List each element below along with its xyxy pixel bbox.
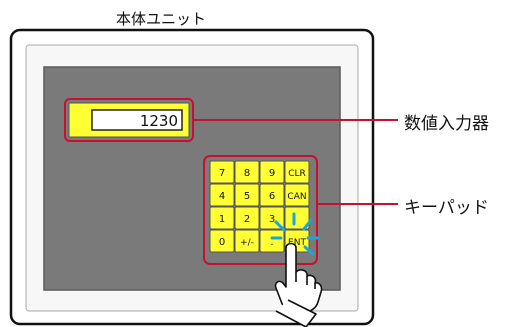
keypad-key[interactable] — [234, 183, 260, 207]
keypad-key-label: 8 — [244, 168, 250, 179]
unit-title: 本体ユニット — [116, 10, 207, 28]
keypad-key-label: 0 — [219, 237, 225, 248]
press-burst-icon — [270, 212, 320, 256]
keypad-key-label: . — [270, 237, 273, 248]
keypad-key[interactable] — [284, 183, 310, 207]
numeric-input-field[interactable] — [91, 109, 183, 131]
keypad-key-label: 9 — [269, 168, 275, 179]
keypad-callout: キーパッド — [404, 198, 489, 218]
keypad-key-label: CAN — [287, 192, 306, 202]
keypad-key-label: ENT — [288, 238, 306, 248]
numeric-input-callout: 数値入力器 — [404, 114, 489, 134]
numeric-input-value: 1230 — [140, 112, 178, 130]
keypad-key-label: +/- — [240, 238, 254, 248]
keypad-key-label: 6 — [269, 191, 275, 202]
keypad-key-label: 7 — [219, 168, 225, 179]
keypad-key-label: CLR — [288, 169, 306, 179]
keypad-key[interactable] — [284, 206, 310, 230]
pointing-hand-icon — [274, 242, 323, 327]
keypad-key-label: 4 — [219, 191, 225, 202]
keypad-key[interactable] — [259, 229, 285, 253]
keypad-key[interactable] — [259, 183, 285, 207]
keypad-key[interactable] — [234, 229, 260, 253]
keypad-key[interactable] — [209, 160, 235, 184]
keypad-key[interactable] — [234, 206, 260, 230]
keypad-key[interactable] — [209, 183, 235, 207]
keypad-key-label: 3 — [269, 214, 275, 225]
keypad-key[interactable] — [259, 160, 285, 184]
keypad-key[interactable] — [284, 160, 310, 184]
keypad-key-label: 2 — [244, 214, 250, 225]
keypad-key[interactable] — [209, 229, 235, 253]
keypad-key[interactable] — [234, 160, 260, 184]
keypad-highlight — [203, 155, 318, 265]
keypad-key[interactable] — [209, 206, 235, 230]
keypad-key-label: 5 — [244, 191, 250, 202]
keypad: 7 8 9 CLR 4 5 6 CAN 1 2 3 0 +/-. ENT — [209, 160, 310, 253]
keypad-key-label: 1 — [219, 214, 225, 225]
